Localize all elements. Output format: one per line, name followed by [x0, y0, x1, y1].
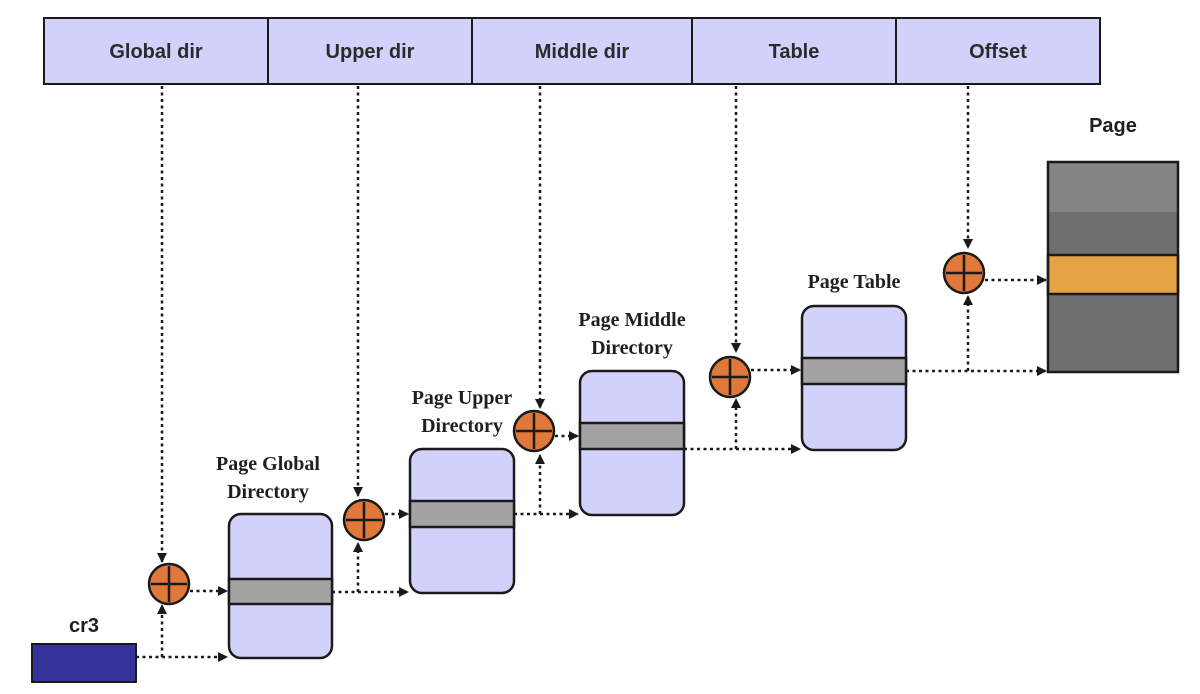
pud-label-line2: Directory [421, 415, 503, 437]
field-index-lines [157, 86, 973, 563]
field-table: Table [691, 17, 897, 85]
cr3-connections [136, 604, 228, 662]
adder-middle [512, 409, 556, 453]
pgd-label-line2: Directory [227, 481, 309, 503]
field-upper-dir-box [267, 17, 473, 85]
pud-label-line1: Page Upper [412, 387, 513, 409]
pgd-label-line1: Page Global [216, 453, 320, 475]
pmd-label-line1: Page Middle [578, 309, 685, 331]
field-offset-label: Offset [969, 41, 1027, 63]
field-offset-box [895, 17, 1101, 85]
pt-entry [800, 356, 908, 386]
pmd-outputs [684, 398, 801, 454]
pmd-entry [578, 421, 686, 451]
field-global-dir-box [43, 17, 269, 85]
field-middle-dir-label: Middle dir [535, 41, 630, 63]
pud-outputs [514, 454, 579, 519]
page-label: Page [1089, 115, 1137, 137]
page-global-directory: Page Global Directory [216, 453, 334, 660]
pgd-outputs [332, 542, 409, 597]
page-entry [1046, 253, 1180, 296]
adder-offset [942, 251, 986, 295]
pgd-entry [227, 577, 334, 606]
page-upper-directory: Page Upper Directory [408, 387, 516, 595]
page-top-shade [1048, 162, 1178, 212]
field-offset: Offset [895, 17, 1101, 85]
pmd-label-line2: Directory [591, 337, 673, 359]
pt-outputs [906, 295, 1047, 376]
field-global-dir-label: Global dir [109, 41, 203, 63]
adder-global [147, 562, 191, 606]
cr3-label: cr3 [69, 615, 99, 637]
adder-upper [342, 498, 386, 542]
physical-page: Page [1046, 115, 1180, 374]
cr3-register: cr3 [31, 615, 137, 683]
field-middle-dir-box [471, 17, 693, 85]
pud-entry [408, 499, 516, 529]
field-upper-dir-label: Upper dir [326, 41, 415, 63]
adder-table [708, 355, 752, 399]
cr3-box [31, 643, 137, 683]
field-global-dir: Global dir [43, 17, 269, 85]
page-middle-directory: Page Middle Directory [578, 309, 686, 517]
field-middle-dir: Middle dir [471, 17, 693, 85]
linear-address-bar: Global dir Upper dir Middle dir Table Of… [43, 17, 1101, 85]
page-table: Page Table [800, 271, 908, 452]
field-table-label: Table [769, 41, 820, 63]
page-frame [1046, 160, 1180, 374]
field-upper-dir: Upper dir [267, 17, 473, 85]
pt-label: Page Table [808, 271, 901, 293]
